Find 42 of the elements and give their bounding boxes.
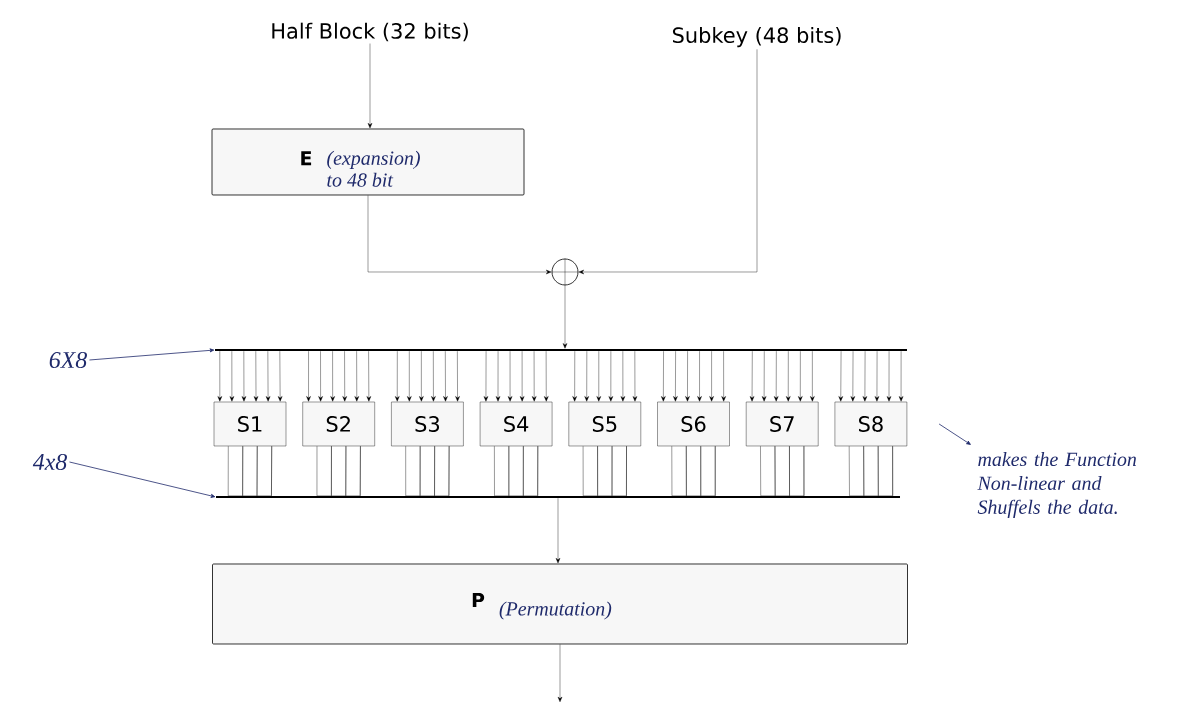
wire-bundle: [572, 351, 638, 402]
wire-bundle: [395, 351, 460, 402]
wire-bundle: [217, 351, 283, 402]
bus-line: [216, 496, 900, 498]
wire-bundle: [749, 351, 815, 402]
wire-bundle: [760, 446, 805, 496]
expansion-box: E (expansion) to 48 bit: [211, 128, 525, 196]
arrow: [367, 43, 373, 129]
wire-bundle: [838, 351, 904, 402]
wire-bundle: [405, 446, 450, 496]
handwritten-note: 6X8: [49, 351, 87, 369]
arrow: [578, 49, 758, 275]
wire-bundle: [316, 446, 361, 496]
arrow: [555, 498, 561, 564]
leader-line: [69, 461, 216, 498]
arrow: [367, 195, 552, 275]
sbox: S4: [479, 401, 553, 447]
sbox: S1: [213, 401, 287, 447]
wire-bundle: [582, 446, 627, 496]
permutation-box: P (Permutation): [212, 563, 908, 645]
sbox: S8: [834, 401, 908, 447]
sbox: S5: [568, 401, 641, 447]
handwritten-note: makes the Function Non-linear and Shuffels the data.: [977, 452, 1137, 518]
input-label: Subkey (48 bits): [672, 26, 841, 48]
wire-bundle: [483, 351, 549, 402]
xor-symbol: [551, 258, 579, 286]
input-label: Half Block (32 bits): [272, 22, 468, 42]
leader-line: [938, 423, 971, 445]
leader-line: [89, 348, 215, 361]
handwritten-note: 4x8: [32, 453, 67, 471]
arrow: [562, 285, 568, 349]
wire-bundle: [306, 351, 372, 402]
wire-bundle: [228, 446, 272, 496]
sbox: S2: [302, 401, 375, 447]
sbox: S7: [746, 401, 819, 447]
wire-bundle: [848, 446, 893, 496]
wire-bundle: [494, 446, 539, 496]
wire-bundle: [661, 351, 726, 402]
wire-bundle: [671, 446, 716, 496]
sbox: S6: [657, 401, 730, 447]
arrow: [557, 644, 563, 703]
sbox: S3: [391, 401, 464, 447]
